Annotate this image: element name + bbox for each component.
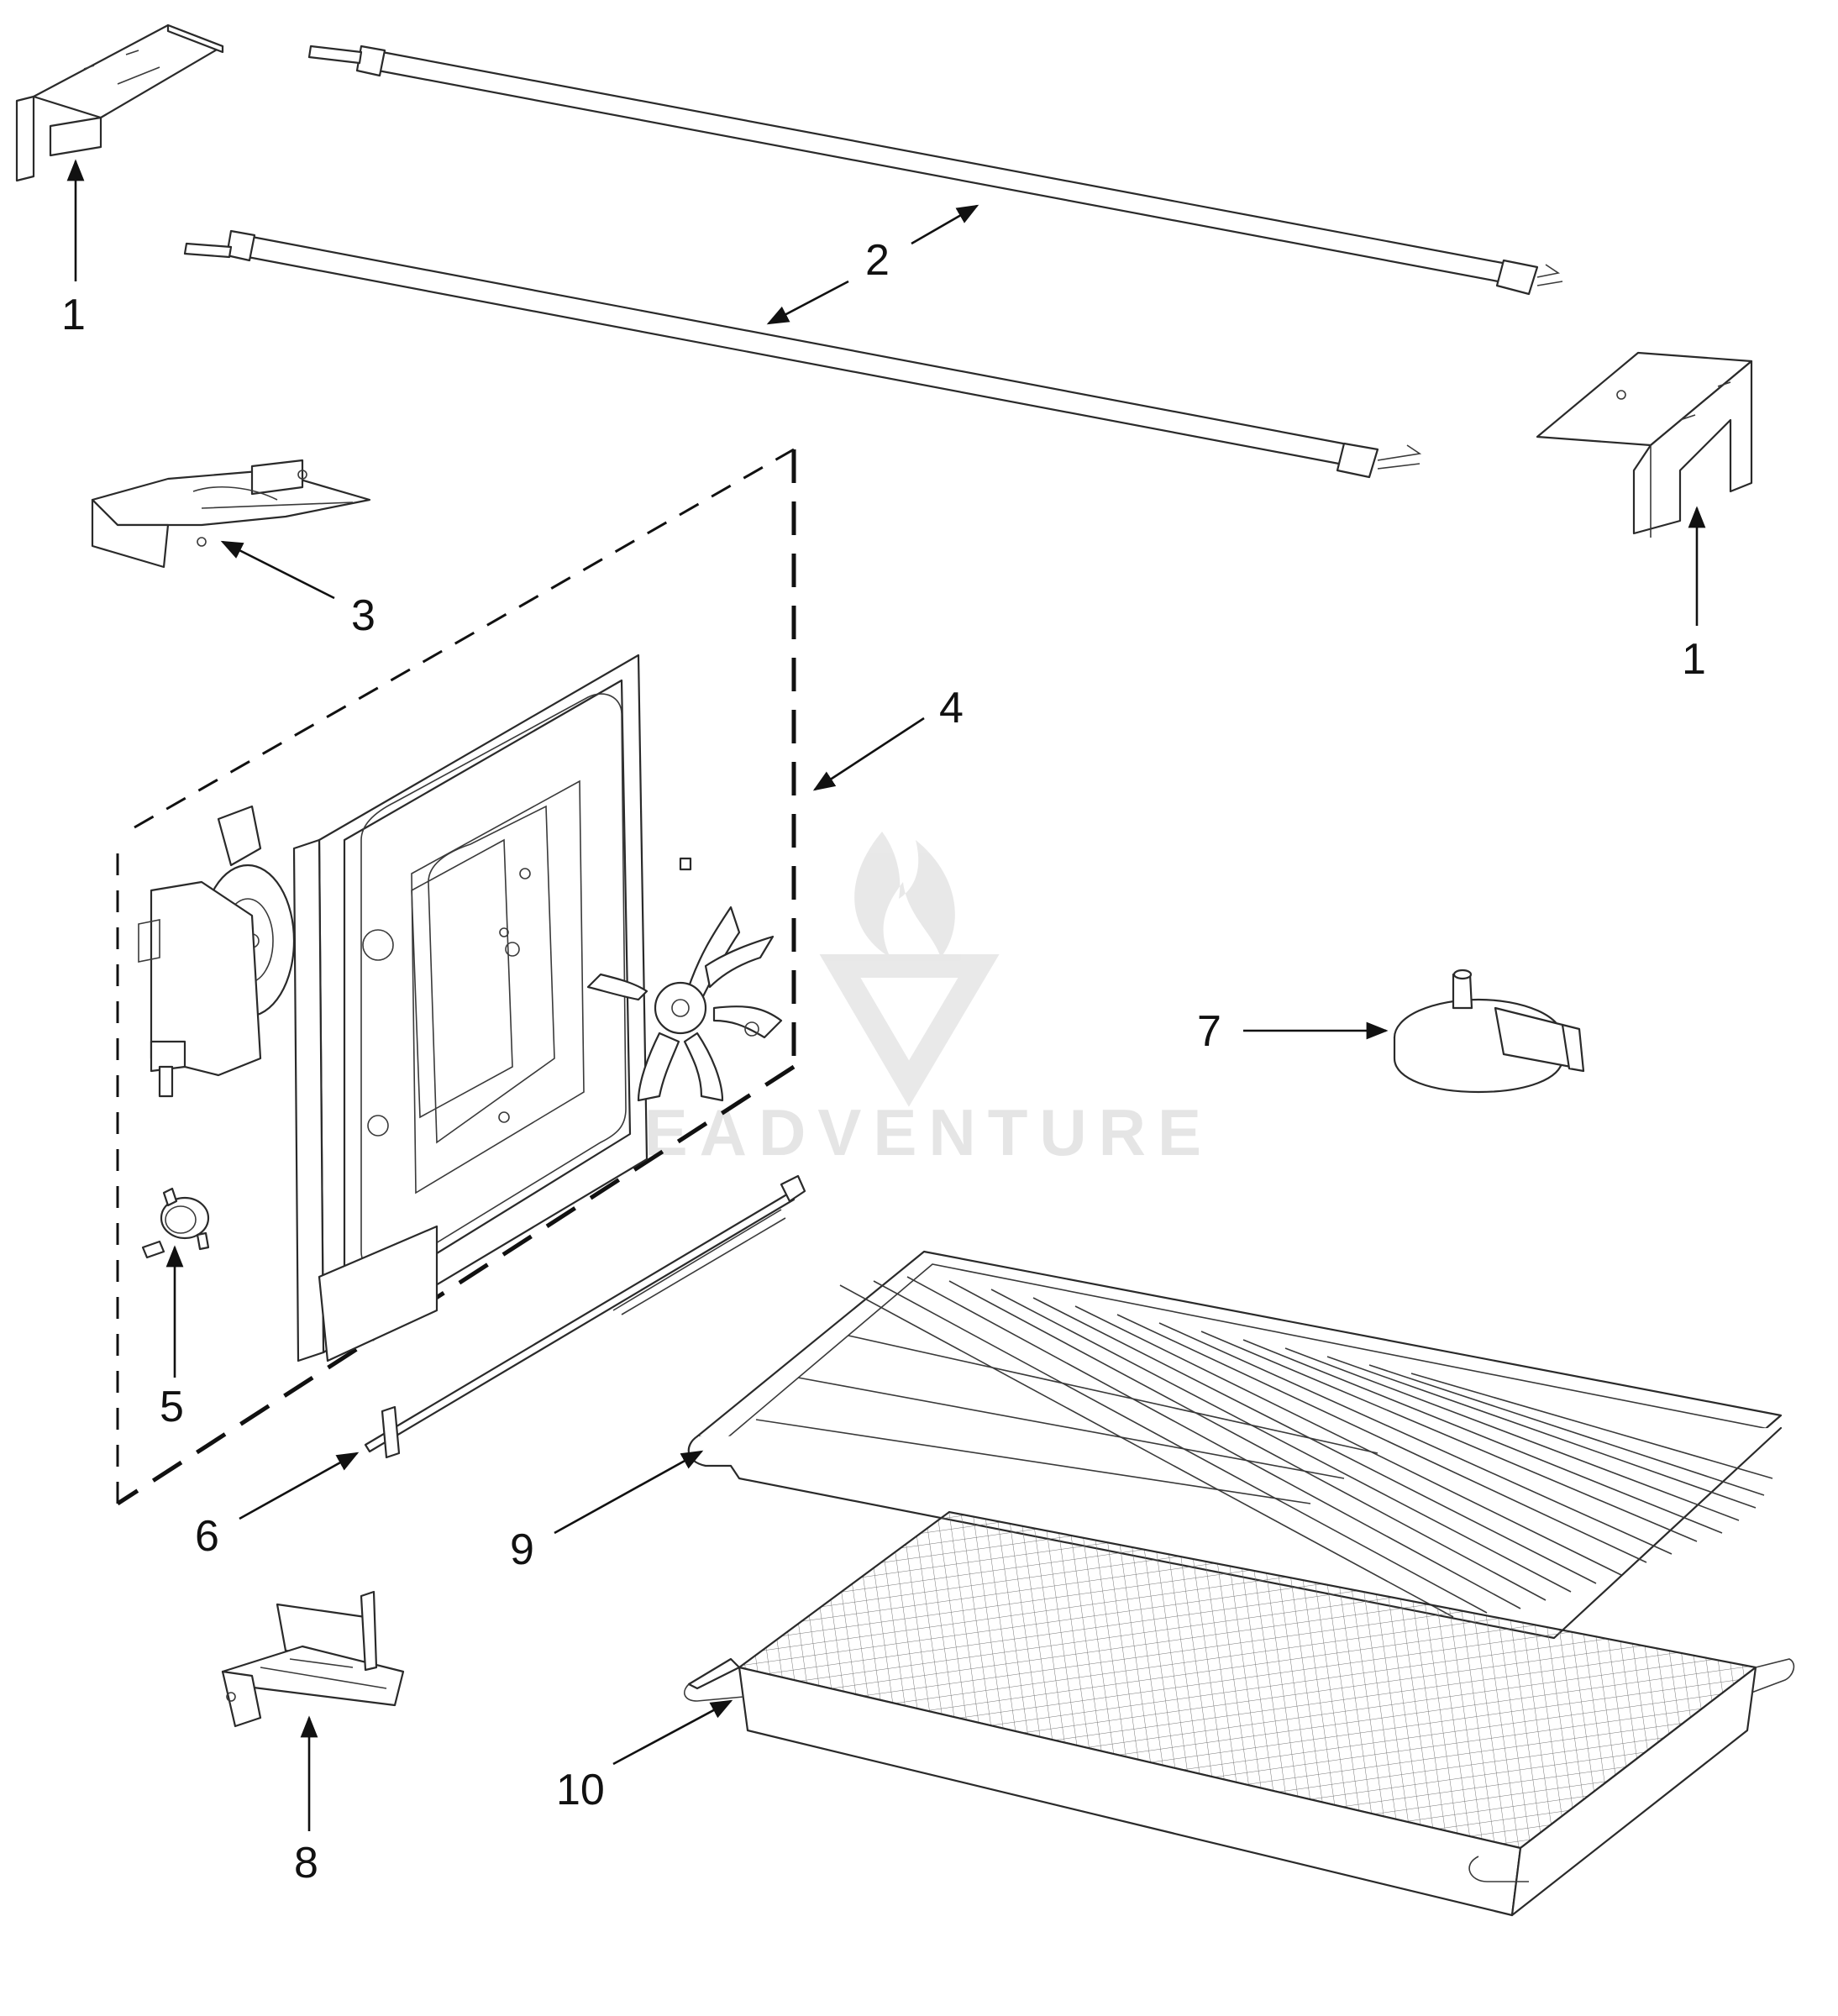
part-2-heating-elements [183,45,1563,479]
part-3-bracket [91,459,371,569]
watermark-text: LEADVENTURE [592,1095,1213,1169]
part-1-bracket-left [15,24,224,182]
callout-8: 8 [294,1839,318,1887]
callout-5: 5 [160,1383,184,1431]
callout-1a: 1 [61,291,86,339]
callout-1b: 1 [1682,635,1706,684]
callout-2: 2 [865,236,890,285]
leader-4 [812,717,925,791]
leader-10 [612,1699,733,1766]
part-6-probe [364,1174,806,1459]
callout-3: 3 [351,591,375,640]
leader-9 [554,1450,704,1535]
callout-10: 10 [556,1766,605,1814]
flame-logo-icon [819,832,1000,1107]
part-5-thermostat [141,1187,210,1259]
part-4-back-panel [292,654,649,1362]
callout-7: 7 [1197,1007,1221,1056]
callout-4: 4 [939,684,964,732]
callout-labels: 1 1 2 3 4 5 6 7 8 9 10 [61,236,1706,1887]
leader-2b [766,280,849,325]
leader-lines [66,159,1706,1831]
part-8-bracket [221,1590,405,1728]
rack-wires [755,1276,1773,1618]
callout-9: 9 [510,1525,534,1574]
part-9-wire-rack [687,1250,1783,1640]
part-4-assembly-outline [116,448,796,1506]
leader-3 [220,540,335,600]
part-7-motor [1393,969,1585,1094]
leader-2a [911,204,979,245]
part-10-mesh-basket [684,1510,1795,1917]
part-4-fan [586,857,783,1102]
watermark: LEADVENTURE [592,832,1213,1169]
part-1-bracket-right [1536,351,1753,538]
callout-6: 6 [195,1512,219,1561]
part-4-motor [138,805,296,1098]
leader-6 [239,1452,360,1520]
